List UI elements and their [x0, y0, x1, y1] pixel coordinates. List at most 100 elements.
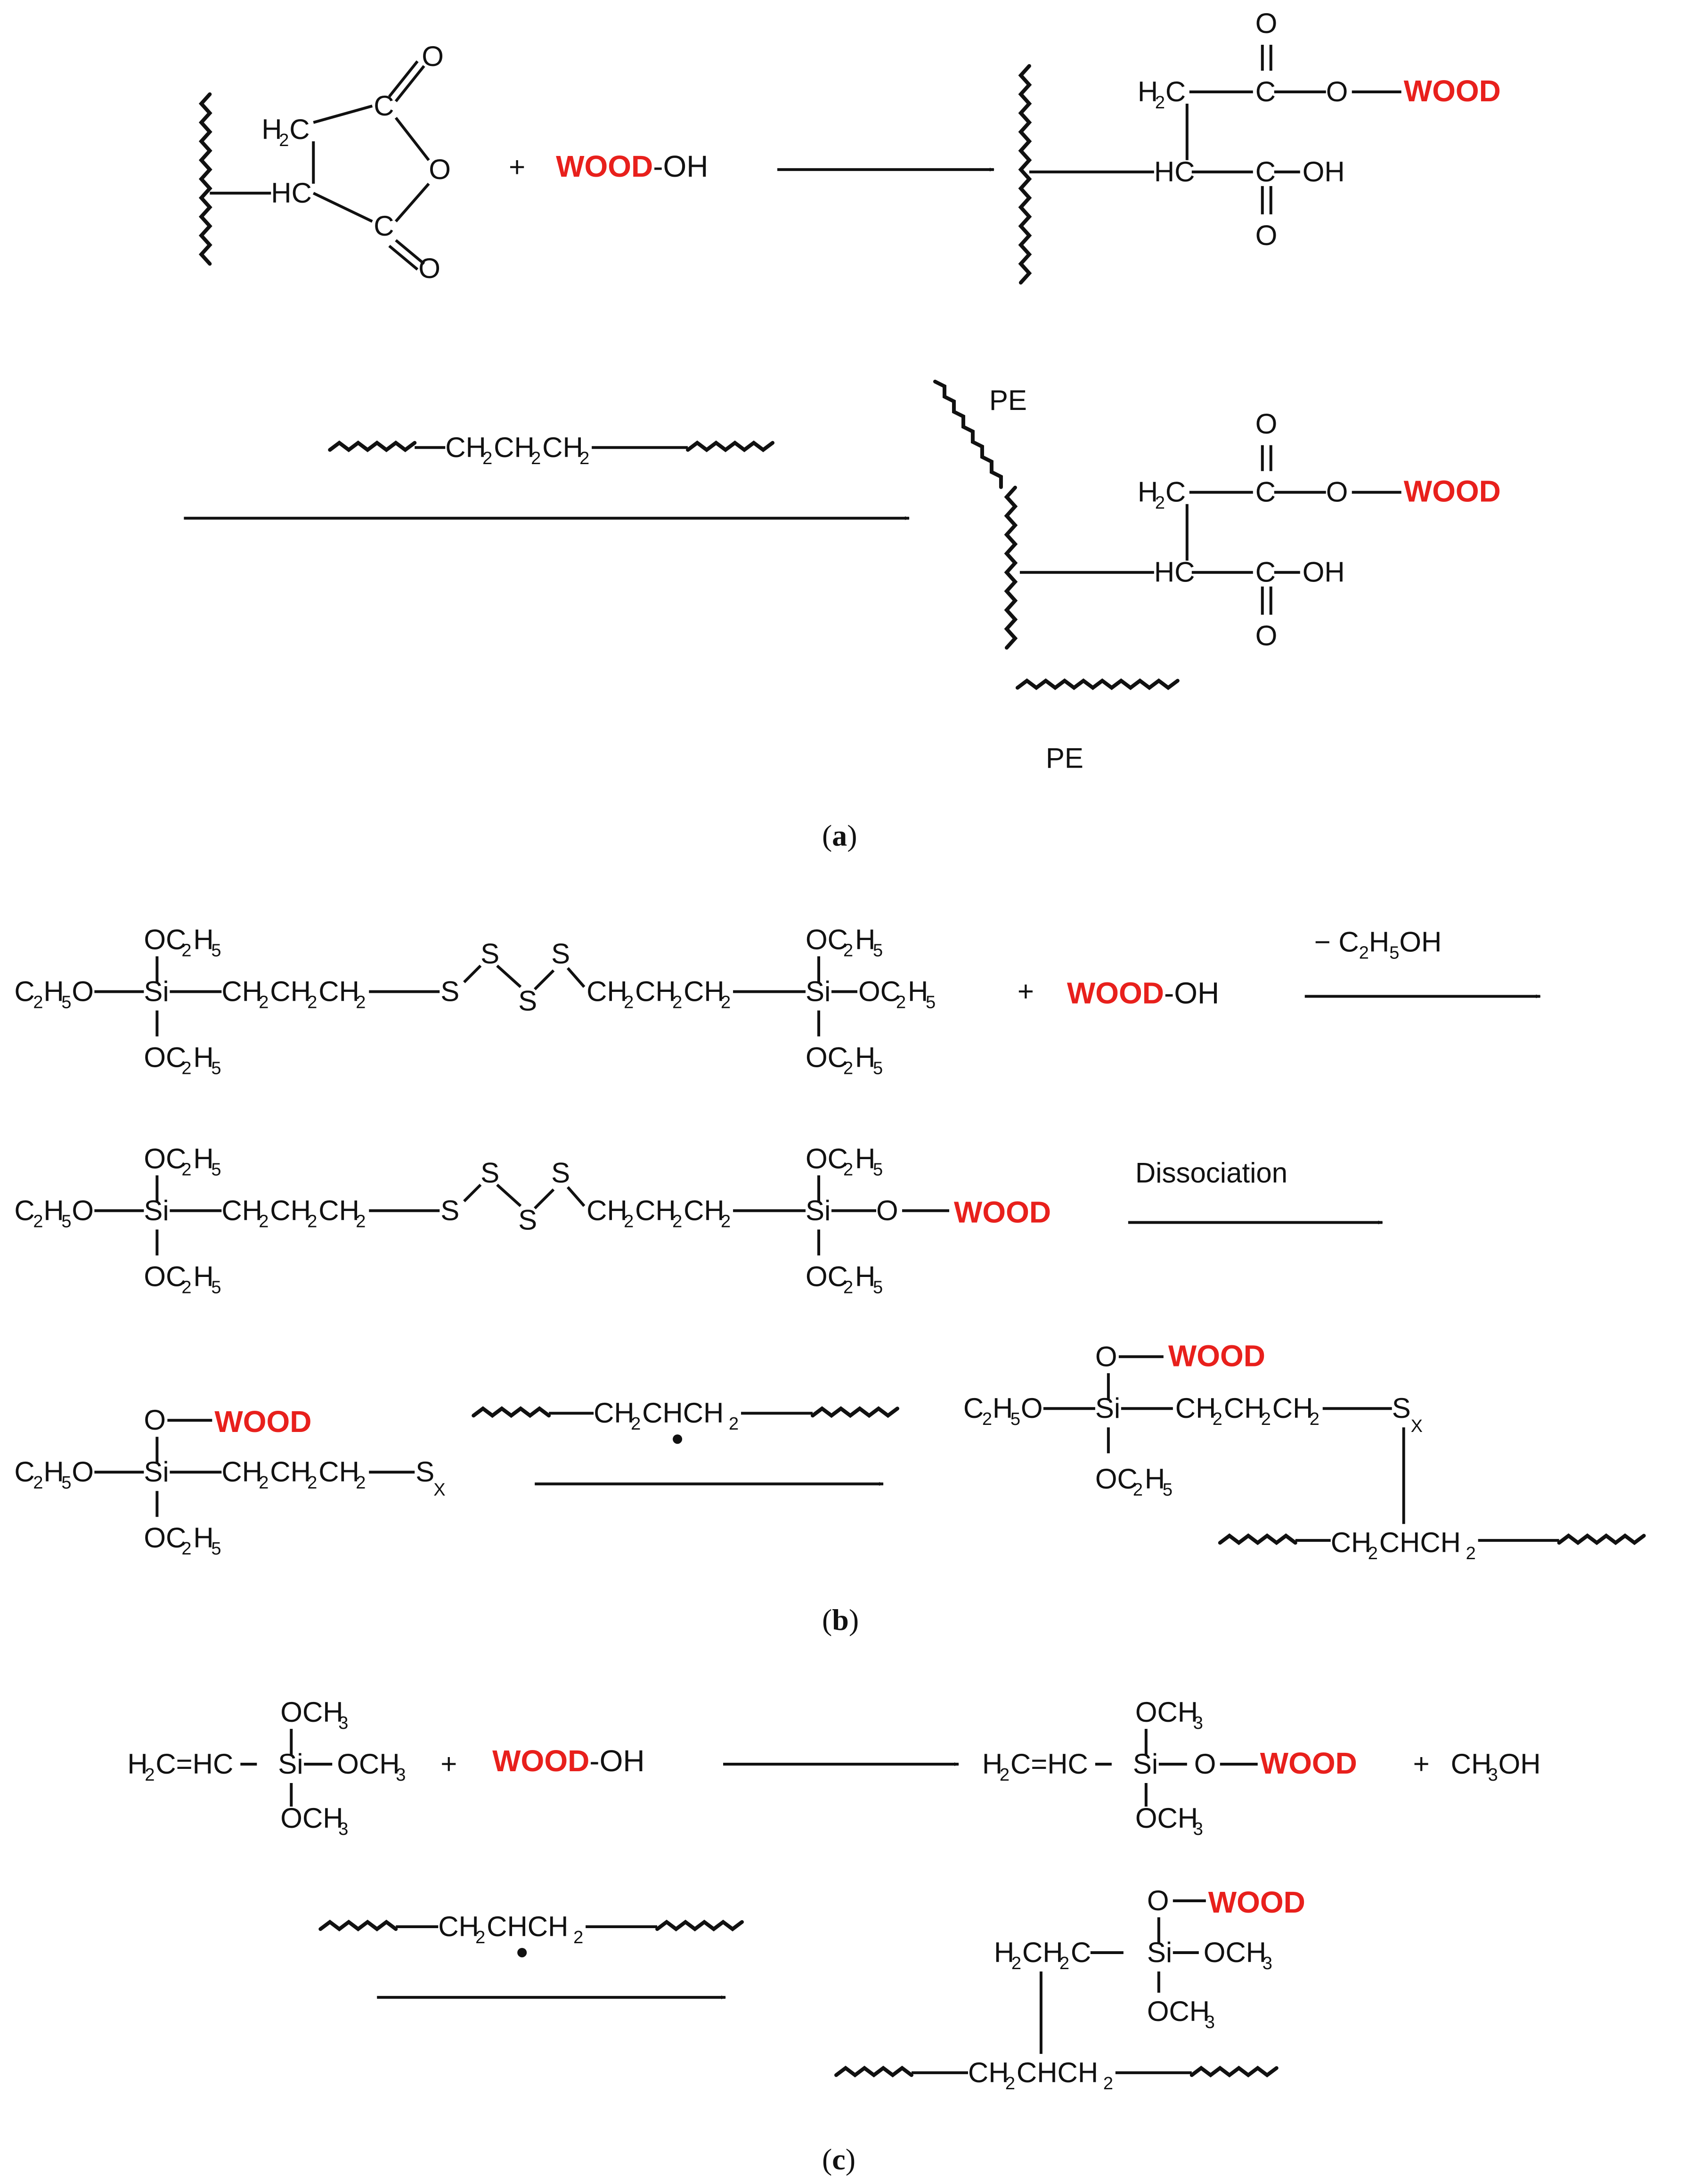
svg-text:5: 5 [1163, 1480, 1173, 1500]
svg-text:CH: CH [1022, 1937, 1063, 1968]
svg-text:CH: CH [318, 975, 359, 1007]
svg-text:S: S [518, 985, 537, 1016]
svg-text:2: 2 [1011, 1954, 1021, 1973]
svg-text:OC: OC [144, 1522, 186, 1554]
svg-text:S: S [415, 1456, 434, 1488]
pe-label-bottom: PE [1046, 743, 1083, 774]
polymer-chain-wavy [1015, 678, 1180, 690]
svg-text:OCH: OCH [1147, 1996, 1210, 2027]
svg-text:Si: Si [144, 975, 169, 1007]
svg-text:CH: CH [684, 1194, 725, 1226]
svg-text:O: O [1147, 1885, 1169, 1916]
svg-text:O: O [1095, 1341, 1117, 1372]
svg-text:S: S [1392, 1392, 1411, 1424]
svg-text:H: H [1145, 1463, 1165, 1495]
svg-text:C: C [14, 975, 34, 1007]
svg-text:2: 2 [181, 1277, 191, 1297]
svg-text:OH: OH [1499, 1748, 1541, 1780]
svg-text:2: 2 [721, 1211, 731, 1231]
svg-text:2: 2 [721, 992, 731, 1012]
svg-text:O: O [1326, 76, 1348, 107]
svg-text:OH: OH [1303, 156, 1345, 188]
svg-text:2: 2 [1133, 1480, 1143, 1500]
svg-text:2: 2 [259, 992, 269, 1012]
svg-text:2: 2 [1155, 93, 1165, 113]
svg-text:2: 2 [896, 992, 906, 1012]
svg-text:2: 2 [843, 1277, 853, 1297]
svg-text:CH: CH [968, 2057, 1009, 2088]
svg-text:O: O [1255, 620, 1278, 652]
svg-text:C: C [963, 1392, 984, 1424]
polymer-chain-wavy [686, 440, 775, 452]
svg-text:CH: CH [684, 975, 725, 1007]
svg-text:OCH: OCH [1204, 1937, 1266, 1968]
pe-label-top: PE [989, 384, 1027, 416]
svg-text:CHCH: CHCH [1379, 1527, 1461, 1558]
svg-text:3: 3 [1262, 1954, 1272, 1973]
svg-text:2: 2 [672, 1211, 682, 1231]
svg-text:2: 2 [181, 941, 191, 960]
svg-text:OC: OC [144, 1143, 186, 1174]
svg-text:Si: Si [144, 1194, 169, 1226]
wood-label: WOOD [1404, 74, 1501, 108]
svg-text:5: 5 [873, 1160, 883, 1179]
svg-text:H: H [193, 1041, 213, 1073]
svg-text:CH: CH [594, 1397, 635, 1429]
wood-oh-reagent: WOOD-OH [556, 149, 708, 183]
polymer-chain-wavy [472, 1406, 551, 1418]
svg-text:O: O [1255, 8, 1278, 39]
svg-text:CH: CH [221, 1194, 262, 1226]
svg-text:S: S [551, 938, 570, 969]
polymer-chain-wavy [328, 440, 417, 452]
svg-text:H: H [855, 1260, 875, 1292]
svg-text:2: 2 [1059, 1954, 1069, 1973]
svg-text:H: H [855, 924, 875, 955]
svg-text:C=HC: C=HC [155, 1748, 233, 1780]
svg-text:Si: Si [1147, 1937, 1172, 1968]
plus-sign: + [440, 1748, 457, 1780]
svg-text:H: H [993, 1392, 1013, 1424]
svg-text:CH: CH [438, 1911, 479, 1942]
svg-text:2: 2 [33, 1211, 43, 1231]
svg-text:CHCH: CHCH [642, 1397, 724, 1429]
wood-label: WOOD [1168, 1339, 1265, 1373]
svg-text:H: H [1138, 76, 1158, 107]
plus-sign: + [1018, 975, 1034, 1007]
polymer-chain-wavy [318, 1919, 398, 1931]
polymer-chain-wavy [1557, 1533, 1646, 1546]
svg-text:Si: Si [278, 1748, 303, 1780]
svg-text:2: 2 [579, 449, 589, 468]
svg-text:5: 5 [873, 1058, 883, 1078]
svg-text:CH: CH [221, 975, 262, 1007]
condition-label: − C2H5OH [1314, 926, 1442, 963]
svg-text:O: O [876, 1194, 898, 1226]
svg-text:CH: CH [1175, 1392, 1216, 1424]
svg-text:O: O [72, 1194, 94, 1226]
svg-text:OCH: OCH [1135, 1802, 1198, 1834]
svg-text:CHCH: CHCH [487, 1911, 568, 1942]
svg-text:5: 5 [926, 992, 936, 1012]
svg-text:OC: OC [144, 1260, 186, 1292]
svg-text:OC: OC [1095, 1463, 1138, 1495]
svg-text:CH: CH [270, 975, 311, 1007]
svg-text:O: O [1326, 476, 1348, 508]
svg-text:O: O [72, 1456, 94, 1488]
svg-text:O: O [1255, 220, 1278, 251]
svg-text:CH: CH [542, 432, 583, 463]
svg-text:5: 5 [211, 1277, 221, 1297]
plus-sign: + [1413, 1748, 1430, 1780]
vinyl-silane-wood-product: OCH 3 H 2 C=HC Si O WOOD OCH 3 [982, 1696, 1357, 1839]
svg-text:O: O [418, 253, 440, 284]
svg-text:2: 2 [1005, 2074, 1015, 2094]
svg-text:H: H [908, 975, 928, 1007]
svg-text:CH: CH [635, 975, 676, 1007]
polymer-chain-wavy [1189, 2065, 1279, 2078]
svg-text:H: H [193, 1143, 213, 1174]
plus-sign: + [509, 151, 525, 183]
svg-text:OC: OC [144, 924, 186, 955]
svg-text:2: 2 [531, 449, 541, 468]
svg-text:CH: CH [1451, 1748, 1492, 1780]
svg-text:H: H [43, 975, 64, 1007]
svg-text:2: 2 [843, 1160, 853, 1179]
svg-text:C: C [1165, 476, 1186, 508]
